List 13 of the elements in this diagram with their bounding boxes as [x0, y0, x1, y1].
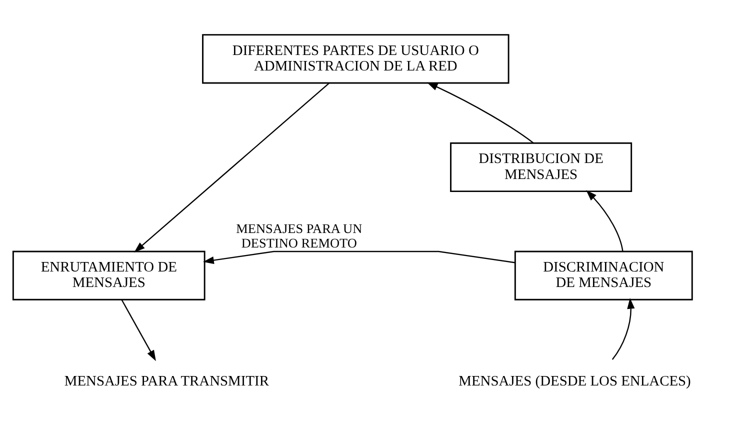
arrow: [612, 297, 635, 360]
arrow: [121, 298, 156, 361]
node-box: ENRUTAMIENTO DE MENSAJES: [12, 250, 206, 300]
arrow: [203, 250, 515, 264]
edge-label: MENSAJES PARA UN DESTINO REMOTO: [236, 220, 362, 250]
node-text: MENSAJES (DESDE LOS ENLACES): [458, 372, 691, 389]
node-box: DISTRIBUCION DE MENSAJES: [450, 142, 632, 192]
node-box: DIFERENTES PARTES DE USUARIO O ADMINISTRACION DE LA RED: [202, 34, 510, 84]
arrow: [134, 82, 330, 252]
arrow: [586, 190, 624, 252]
arrow: [426, 82, 534, 144]
node-text: MENSAJES PARA TRANSMITIR: [64, 372, 269, 389]
node-box: DISCRIMINACION DE MENSAJES: [514, 250, 693, 300]
